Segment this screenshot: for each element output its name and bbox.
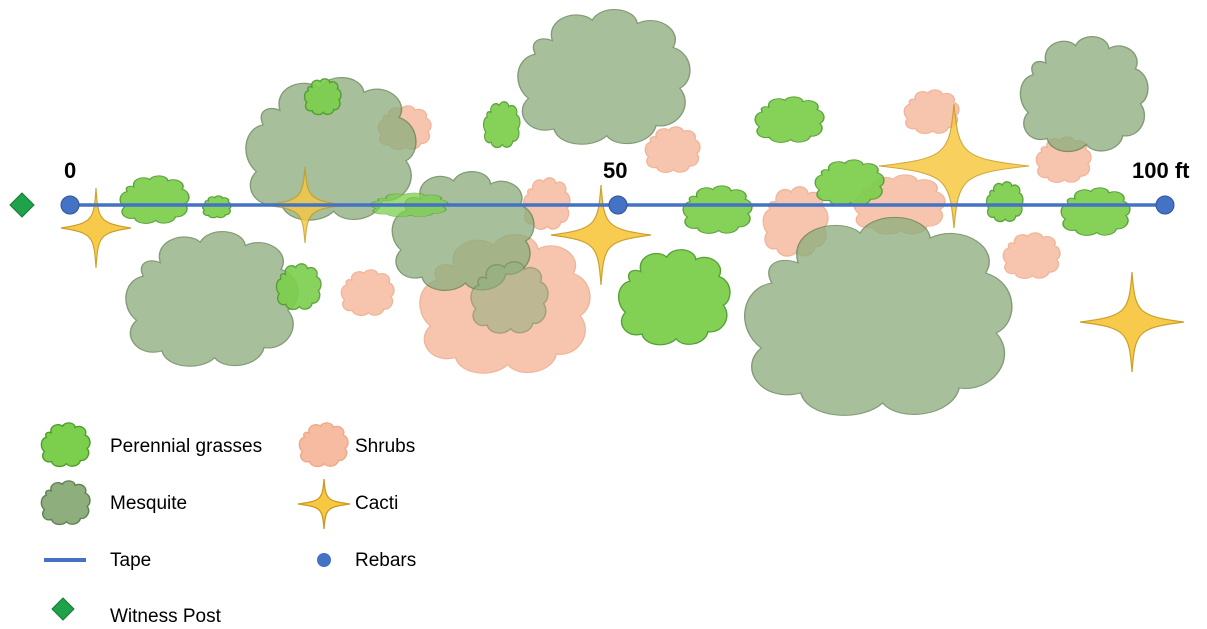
rebar-0 bbox=[60, 195, 80, 215]
mesquite bbox=[518, 10, 690, 145]
legend-tape-icon bbox=[44, 558, 86, 562]
tape-label-100: 100 ft bbox=[1132, 158, 1190, 183]
legend-mesquite-icon bbox=[38, 478, 98, 528]
perennial-grass bbox=[120, 176, 189, 224]
tape-label-50: 50 bbox=[603, 158, 628, 183]
perennial-grass bbox=[619, 250, 730, 345]
perennial-grass bbox=[987, 182, 1023, 222]
shrub bbox=[645, 127, 700, 173]
legend-cactus-icon bbox=[296, 476, 356, 532]
perennial-grass bbox=[203, 196, 231, 218]
legend-shrub-icon bbox=[296, 420, 356, 470]
transect-diagram bbox=[9, 0, 1207, 420]
legend-shrubs-label: Shrubs bbox=[355, 436, 416, 457]
legend-cacti-label: Cacti bbox=[355, 493, 399, 514]
perennial-grass bbox=[755, 97, 824, 143]
legend-grasses-label: Perennial grasses bbox=[110, 436, 263, 457]
legend-tape-label: Tape bbox=[110, 550, 152, 571]
legend-rebar-icon bbox=[317, 553, 331, 567]
tape-label-0: 0 bbox=[64, 158, 77, 183]
shrub bbox=[1003, 233, 1060, 279]
perennial-grass bbox=[1061, 188, 1130, 236]
cactus bbox=[1080, 272, 1184, 372]
mesquite bbox=[126, 232, 298, 367]
legend-rebars-label: Rebars bbox=[355, 550, 417, 571]
witness-post bbox=[9, 192, 35, 218]
perennial-grass bbox=[683, 186, 752, 234]
rebar-50 bbox=[608, 195, 628, 215]
perennial-grass bbox=[815, 160, 884, 206]
legend-witness-post-label: Witness Post bbox=[110, 606, 221, 627]
perennial-grass bbox=[484, 102, 520, 148]
legend-witness-post-icon bbox=[51, 597, 75, 621]
legend-grass-icon bbox=[38, 420, 98, 470]
mesquite bbox=[1020, 37, 1148, 152]
rebar-100 bbox=[1155, 195, 1175, 215]
shrub bbox=[341, 270, 394, 316]
legend-mesquite-label: Mesquite bbox=[110, 493, 188, 514]
